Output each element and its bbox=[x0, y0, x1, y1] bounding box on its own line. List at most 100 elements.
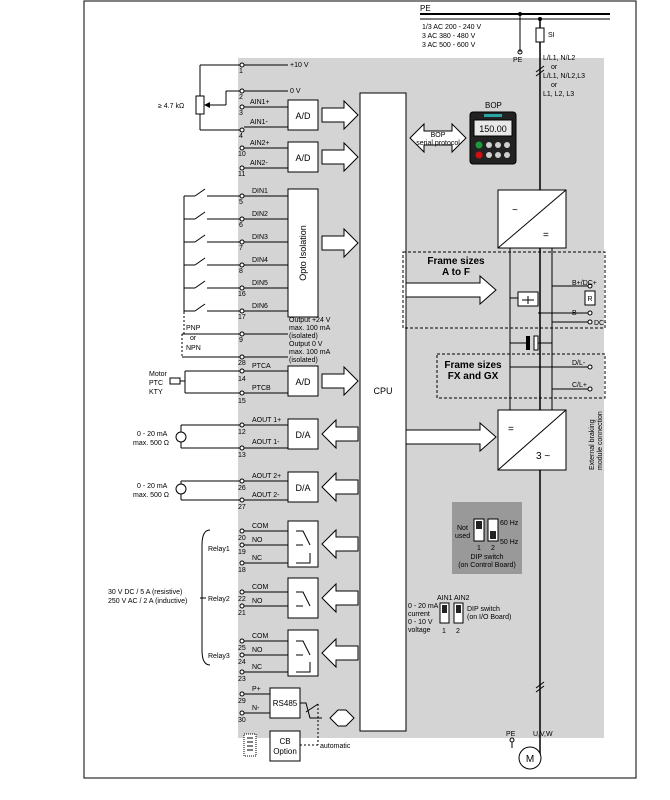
npn-label: NPN bbox=[186, 345, 201, 352]
opto-isolation-label: Opto Isolation bbox=[298, 225, 308, 281]
arrow-bop-serial bbox=[409, 122, 467, 154]
aout2-plus-label: AOUT 2+ bbox=[252, 473, 281, 480]
phase-label-3: L1, L2, L3 bbox=[543, 91, 574, 98]
dip2-ain2: AIN2 bbox=[454, 595, 470, 602]
ain1-plus-label: AIN1+ bbox=[250, 99, 270, 106]
cb-option-block bbox=[269, 730, 301, 762]
bop-display-value: 150.00 bbox=[479, 124, 507, 134]
bop-serial-line2: serial protocol bbox=[416, 140, 460, 147]
ad-converter-3 bbox=[287, 365, 319, 397]
dip-switch-2[interactable] bbox=[487, 518, 499, 542]
ammeter-2 bbox=[175, 483, 187, 495]
arrow-cpu-da1 bbox=[321, 418, 359, 450]
terminal-26: 26 bbox=[238, 485, 246, 492]
frame-fx-box bbox=[436, 353, 606, 399]
bop-start-button[interactable] bbox=[475, 141, 483, 149]
pnp-or-label: or bbox=[190, 335, 197, 342]
ain2-minus-label: AIN2- bbox=[250, 160, 269, 167]
output-0v-line3: (isolated) bbox=[289, 357, 318, 364]
supply-voltage-2: 3 AC 380 - 480 V bbox=[422, 33, 476, 40]
potentiometer bbox=[195, 95, 205, 115]
terminal-25: 25 bbox=[238, 645, 246, 652]
terminal-29: 29 bbox=[238, 698, 246, 705]
phase-label-1: L/L1, N/L2 bbox=[543, 55, 575, 62]
terminal-1: 1 bbox=[239, 68, 243, 75]
motor-label: Motor bbox=[149, 371, 168, 378]
arrow-cpu-da2 bbox=[321, 471, 359, 503]
rectifier-equal: = bbox=[543, 230, 549, 241]
rs485-block bbox=[269, 687, 301, 719]
relay2-block bbox=[287, 577, 319, 619]
arrow-cpu-comm bbox=[329, 709, 355, 727]
da-label-1: D/A bbox=[295, 430, 310, 440]
dip2-ain1: AIN1 bbox=[437, 595, 453, 602]
terminal-19: 19 bbox=[238, 549, 246, 556]
aout1-max-label: max. 500 Ω bbox=[133, 440, 169, 447]
terminal-14: 14 bbox=[238, 376, 246, 383]
pe-label-top: PE bbox=[420, 4, 431, 13]
output-24v-line1: Output +24 V bbox=[289, 317, 331, 324]
dip1-caption-1: DIP switch bbox=[471, 554, 504, 561]
relay3-nc: NC bbox=[252, 664, 262, 671]
terminal-20: 20 bbox=[238, 535, 246, 542]
relay3-com: COM bbox=[252, 633, 269, 640]
terminal-27: 27 bbox=[238, 504, 246, 511]
da-converter-1 bbox=[287, 418, 319, 450]
pplus-label: P+ bbox=[252, 686, 261, 693]
frame-af-title-1: Frame sizes bbox=[427, 256, 485, 267]
output-0v-line1: Output 0 V bbox=[289, 341, 323, 348]
relay-rating-ac: 250 V AC / 2 A (inductive) bbox=[108, 598, 187, 605]
da-converter-2 bbox=[287, 471, 319, 503]
inverter-equal: = bbox=[508, 424, 514, 435]
ad-label-2: A/D bbox=[295, 153, 311, 163]
dip2-voltage-1: 0 - 10 V bbox=[408, 619, 433, 626]
dip2-num-1: 1 bbox=[442, 628, 446, 635]
dip1-caption-2: (on Control Board) bbox=[458, 562, 516, 569]
din4-label: DIN4 bbox=[252, 257, 268, 264]
dip2-voltage-2: voltage bbox=[408, 627, 431, 634]
phase-label-2: L/L1, N/L2,L3 bbox=[543, 73, 585, 80]
relay3-block bbox=[287, 629, 319, 677]
aout2-minus-label: AOUT 2- bbox=[252, 492, 280, 499]
dip1-notused-1: Not bbox=[457, 525, 468, 532]
relay2-no: NO bbox=[252, 598, 263, 605]
frame-af-box bbox=[402, 251, 606, 329]
arrow-cpu-inverter bbox=[405, 421, 497, 453]
cpu-block bbox=[359, 92, 407, 732]
terminal-8: 8 bbox=[239, 268, 243, 275]
brake-resistor bbox=[584, 290, 596, 306]
output-24v-line2: max. 100 mA bbox=[289, 325, 331, 332]
external-braking-line2: module connection bbox=[597, 411, 604, 470]
terminal-16: 16 bbox=[238, 291, 246, 298]
terminal-24: 24 bbox=[238, 659, 246, 666]
rs485-label: RS485 bbox=[273, 699, 298, 708]
phase-or-1: or bbox=[551, 64, 558, 71]
terminal-13: 13 bbox=[238, 452, 246, 459]
aout1-minus-label: AOUT 1- bbox=[252, 439, 280, 446]
frame-fx-title-2: FX and GX bbox=[448, 371, 499, 382]
terminal-2: 2 bbox=[239, 94, 243, 101]
din3-label: DIN3 bbox=[252, 234, 268, 241]
din5-label: DIN5 bbox=[252, 280, 268, 287]
potentiometer-value: ≥ 4.7 kΩ bbox=[158, 103, 184, 110]
dip-control-board-panel bbox=[452, 502, 522, 574]
terminal-17: 17 bbox=[238, 314, 246, 321]
dip-switch-1[interactable] bbox=[473, 518, 485, 542]
terminal-23: 23 bbox=[238, 676, 246, 683]
motor-m-label: M bbox=[526, 754, 534, 765]
dl-label: D/L- bbox=[572, 360, 586, 367]
relay1-nc: NC bbox=[252, 555, 262, 562]
terminal-10: 10 bbox=[238, 151, 246, 158]
arrow-cpu-brake bbox=[405, 274, 497, 306]
da-label-2: D/A bbox=[295, 483, 310, 493]
bop-stop-button[interactable] bbox=[475, 151, 483, 159]
arrow-ad1-cpu bbox=[321, 99, 359, 131]
ptc-sensor bbox=[169, 377, 181, 385]
ptc-label: PTC bbox=[149, 380, 163, 387]
zero-v-label: 0 V bbox=[290, 88, 301, 95]
dip2-num-2: 2 bbox=[456, 628, 460, 635]
brake-resistor-label: R bbox=[587, 296, 592, 303]
supply-voltage-1: 1/3 AC 200 - 240 V bbox=[422, 24, 481, 31]
connector-icon bbox=[243, 733, 257, 757]
aout2-max-label: max. 500 Ω bbox=[133, 492, 169, 499]
